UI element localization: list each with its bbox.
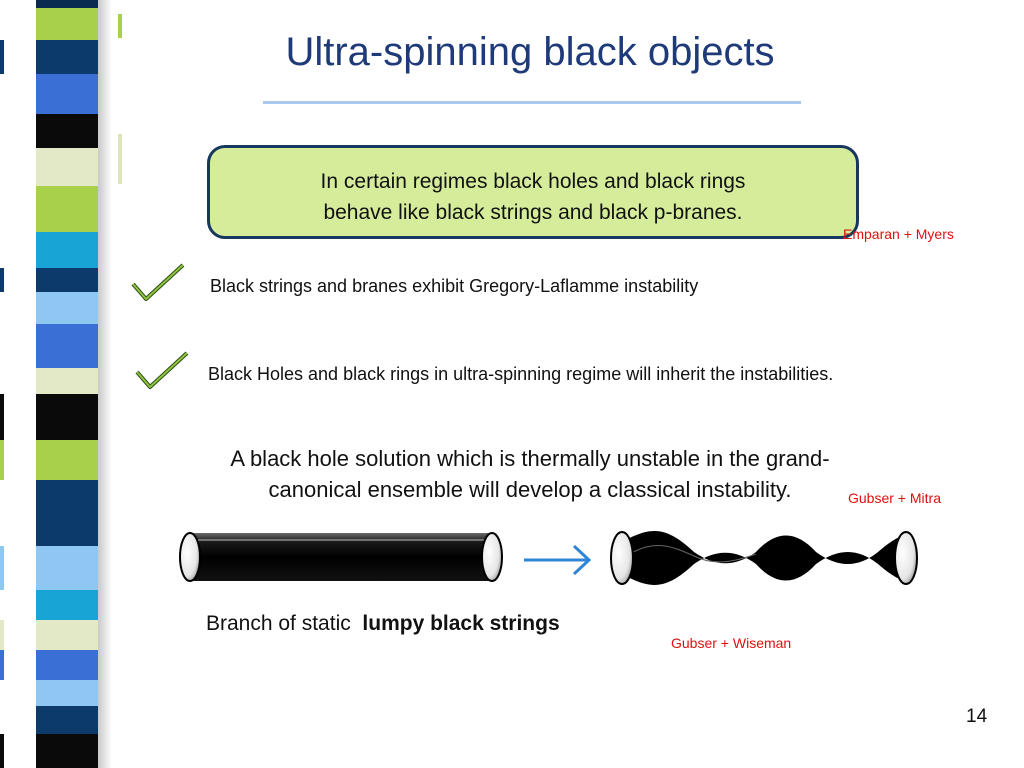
- branch-caption-prefix: Branch of static: [206, 612, 351, 635]
- paragraph-line-1: A black hole solution which is thermally…: [230, 446, 830, 471]
- uniform-black-string-figure: [179, 532, 503, 582]
- page-number: 14: [966, 706, 988, 727]
- lumpy-black-string-figure: [610, 531, 918, 585]
- reference-gubser-wiseman: Gubser + Wiseman: [671, 635, 792, 651]
- bullet-ultra-spinning-instabilities: Black Holes and black rings in ultra-spi…: [208, 364, 834, 384]
- reference-emparan-myers: Emparan + Myers: [843, 226, 954, 242]
- callout-line-2: behave like black strings and black p-br…: [323, 201, 743, 224]
- thermal-instability-paragraph: A black hole solution which is thermally…: [170, 443, 890, 505]
- checkmark-icon: [135, 351, 189, 389]
- reference-gubser-mitra: Gubser + Mitra: [848, 490, 941, 506]
- callout-box: In certain regimes black holes and black…: [207, 145, 859, 239]
- title-underline: [263, 101, 801, 104]
- checkmark-icon: [131, 263, 185, 301]
- branch-caption: Branch of static lumpy black strings: [206, 612, 560, 636]
- decorative-stripe-bar: [36, 0, 98, 768]
- slide-title: Ultra-spinning black objects: [285, 30, 775, 74]
- right-arrow-icon: [524, 544, 592, 576]
- branch-caption-bold: lumpy black strings: [362, 612, 560, 635]
- paragraph-line-2: canonical ensemble will develop a classi…: [268, 477, 792, 502]
- stripe-shadow: [98, 0, 112, 768]
- callout-line-1: In certain regimes black holes and black…: [320, 170, 746, 193]
- bullet-gregory-laflamme: Black strings and branes exhibit Gregory…: [210, 276, 699, 296]
